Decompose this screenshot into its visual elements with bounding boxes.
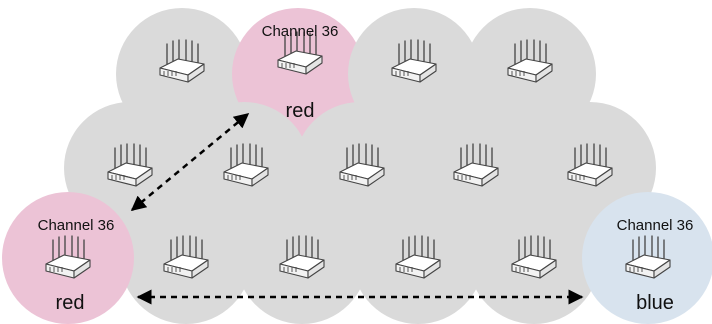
- color-label-bottom-left: red: [56, 292, 85, 314]
- wireless-access-point-icon: [279, 235, 325, 279]
- wireless-access-point-icon: [391, 39, 437, 83]
- wireless-access-point-icon: [159, 39, 205, 83]
- wireless-access-point-icon: [453, 143, 499, 187]
- channel-label-bottom-right: Channel 36: [617, 217, 694, 234]
- wireless-access-point-icon: [507, 39, 553, 83]
- interference-arrow-diagonal: [130, 113, 250, 211]
- wireless-access-point-icon: [163, 235, 209, 279]
- color-label-top: red: [286, 100, 315, 122]
- wireless-access-point-icon: [45, 235, 91, 279]
- wireless-access-point-icon: [567, 143, 613, 187]
- wireless-access-point-icon: [511, 235, 557, 279]
- wireless-access-point-icon: [625, 235, 671, 279]
- wireless-access-point-icon: [395, 235, 441, 279]
- wireless-access-point-icon: [277, 31, 323, 75]
- channel-label-bottom-left: Channel 36: [38, 217, 115, 234]
- channel-label-top: Channel 36: [262, 23, 339, 40]
- color-label-bottom-right: blue: [636, 292, 674, 314]
- wireless-access-point-icon: [339, 143, 385, 187]
- access-points: [45, 31, 671, 279]
